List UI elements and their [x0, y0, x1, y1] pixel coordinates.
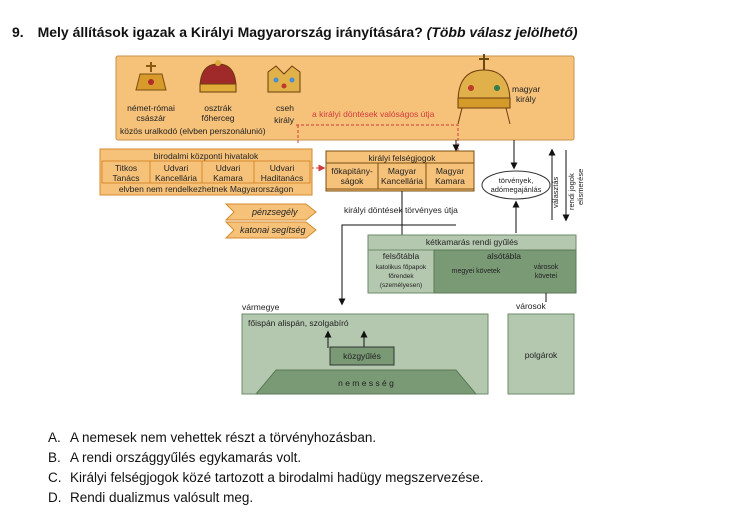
prerogative3-label-2: Kamara: [435, 176, 465, 186]
prerogative1-label-2: ságok: [341, 176, 364, 186]
military-aid-arrow: [224, 221, 317, 239]
lower-house-box: [433, 249, 577, 294]
question-number: 9.: [12, 24, 24, 40]
imperial-crown-icon: [135, 62, 167, 91]
laws-label-2: adómegajánlás: [491, 185, 542, 194]
archducal-crown-icon: [199, 60, 237, 93]
legal-path-line: [338, 191, 403, 306]
question: 9. Mely állítások igazak a Királyi Magya…: [12, 24, 578, 40]
ruler2-label: osztrák: [204, 103, 232, 113]
question-text: Mely állítások igazak a Királyi Magyaror…: [37, 24, 423, 40]
common-ruler-label: közös uralkodó (elvben perszonálunió): [120, 126, 266, 136]
lower-house-label: alsótábla: [487, 251, 521, 261]
imperial-offices-title: birodalmi központi hivatalok: [154, 151, 259, 161]
nobility-trapezoid: [254, 369, 478, 395]
office2-label: Udvari: [164, 163, 189, 173]
real-decisions-label: a királyi döntések valóságos útja: [312, 109, 435, 119]
lower-town-label: városok: [534, 264, 559, 271]
nobility-label: n e m e s s é g: [338, 378, 394, 388]
upper-house-label: felsőtábla: [383, 251, 420, 261]
hungarian-king-label-2: király: [516, 94, 537, 104]
imperial-office-cells: [101, 160, 311, 184]
option-letter: D.: [48, 490, 62, 505]
prerogative1-label: főkapitány-: [331, 166, 373, 176]
royal-prerogative-cells: [325, 162, 475, 190]
office2-label-2: Kancellária: [155, 173, 197, 183]
upper-house-line2: főrendek: [388, 273, 414, 280]
office1-label: Titkos: [115, 163, 137, 173]
option-b[interactable]: B. A rendi országgyűlés egykamarás volt.: [48, 448, 483, 468]
upper-house-line3: (személyesen): [380, 282, 422, 289]
assembly-box: [329, 346, 395, 366]
diet-title: kétkamarás rendi gyűlés: [426, 237, 518, 247]
ruler2-label-2: főherceg: [201, 113, 234, 123]
towns-box: [507, 313, 575, 395]
answer-options: A. A nemesek nem vehettek részt a törvény…: [48, 428, 483, 508]
hungarian-king-label: magyar: [512, 84, 541, 94]
towns-label: városok: [516, 301, 547, 311]
option-a[interactable]: A. A nemesek nem vehettek részt a törvény…: [48, 428, 483, 448]
option-letter: C.: [48, 470, 62, 485]
county-officials: főispán alispán, szolgabíró: [248, 318, 349, 328]
laws-label: törvények,: [499, 176, 534, 185]
office1-label-2: Tanács: [113, 173, 140, 183]
money-aid-label: pénzsegély: [251, 207, 298, 217]
rights-label-2: elismerése: [576, 169, 585, 205]
lower-county-label: megyei követek: [452, 268, 501, 275]
election-label: választás: [551, 176, 560, 208]
office4-label: Udvari: [270, 163, 295, 173]
option-text: Királyi felségjogok közé tartozott a bir…: [70, 470, 484, 485]
option-d[interactable]: D. Rendi dualizmus valósult meg.: [48, 488, 483, 508]
prerogative3-label: Magyar: [436, 166, 465, 176]
rights-label: rendi jogok: [567, 173, 576, 210]
option-text: Rendi dualizmus valósult meg.: [70, 490, 254, 505]
assembly-label: közgyűlés: [343, 351, 381, 361]
ruler1-label-2: császár: [136, 113, 165, 123]
prerogative2-label-2: Kancellária: [381, 176, 423, 186]
governance-diagram: német-római császár osztrák főherceg cse…: [99, 54, 585, 395]
option-c[interactable]: C. Királyi felségjogok közé tartozott a b…: [48, 468, 483, 488]
question-hint: (Több válasz jelölhető): [426, 24, 578, 40]
prerogative2-label: Magyar: [388, 166, 417, 176]
option-letter: A.: [48, 430, 61, 445]
holy-crown-icon: [457, 54, 511, 125]
lower-town-label-2: követei: [535, 273, 558, 280]
ruler3-label: cseh: [276, 103, 294, 113]
office3-label: Udvari: [216, 163, 241, 173]
laws-ellipse: [481, 170, 551, 200]
office3-label-2: Kamara: [213, 173, 243, 183]
option-text: A nemesek nem vehettek részt a törvényho…: [70, 430, 377, 445]
ruler3-label-2: király: [274, 115, 295, 125]
office4-label-2: Haditanács: [261, 173, 304, 183]
imperial-offices-note: elvben nem rendelkezhetnek Magyarországo…: [119, 184, 294, 194]
money-aid-arrow: [224, 203, 317, 221]
royal-prerogatives-title: királyi felségjogok: [368, 153, 436, 163]
option-text: A rendi országgyűlés egykamarás volt.: [70, 450, 302, 465]
county-label: vármegye: [242, 302, 280, 312]
ruler1-label: német-római: [127, 103, 175, 113]
citizens-label: polgárok: [525, 350, 558, 360]
bohemian-crown-icon: [267, 65, 301, 93]
legal-path-label: királyi döntések törvényes útja: [344, 205, 458, 215]
option-letter: B.: [48, 450, 61, 465]
military-aid-label: katonai segítség: [240, 225, 306, 235]
upper-house-line1: katolikus főpapok: [376, 264, 427, 271]
